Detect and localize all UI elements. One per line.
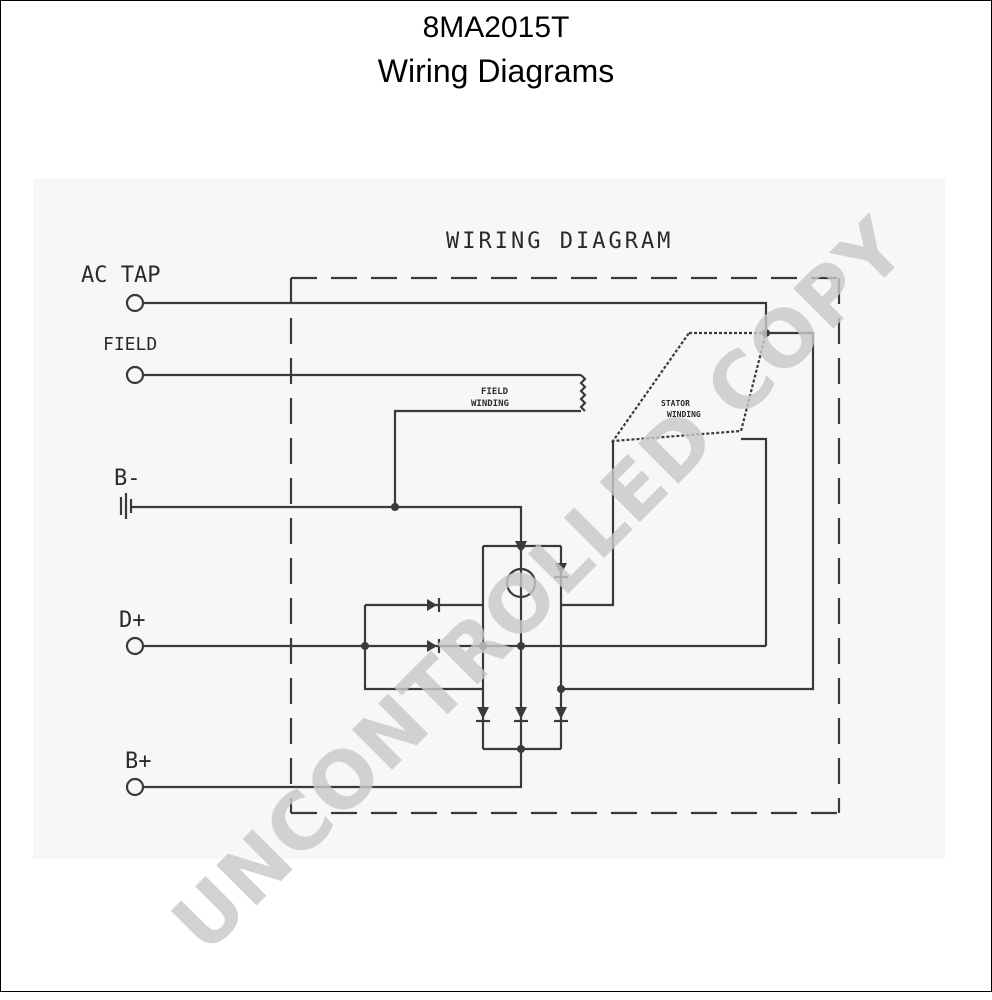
ac-tap-label: AC TAP xyxy=(81,263,160,288)
svg-text:WINDING: WINDING xyxy=(471,399,509,409)
housing-outline xyxy=(289,276,841,815)
b-minus-label: B- xyxy=(114,466,141,491)
junction-dots xyxy=(361,329,770,753)
field-winding: FIELD WINDING xyxy=(471,387,509,409)
diagram-background xyxy=(33,179,945,859)
svg-text:FIELD: FIELD xyxy=(481,387,509,397)
d-plus-label: D+ xyxy=(119,608,146,633)
b-plus-label: B+ xyxy=(125,749,152,774)
svg-text:STATOR: STATOR xyxy=(661,399,690,408)
diagram-heading: WIRING DIAGRAM xyxy=(446,229,673,254)
part-number: 8MA2015T xyxy=(422,11,570,44)
stator-winding: STATOR WINDING xyxy=(610,331,768,443)
svg-text:WINDING: WINDING xyxy=(667,410,701,419)
field-label: FIELD xyxy=(103,334,157,355)
document-title: Wiring Diagrams xyxy=(377,53,615,89)
